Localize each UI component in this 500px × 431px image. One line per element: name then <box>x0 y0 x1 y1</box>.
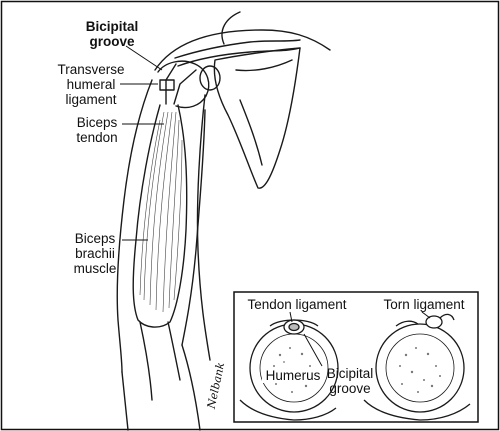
scapula-ridge <box>239 99 263 166</box>
humeral-head <box>157 60 210 109</box>
arm-inner-edge <box>181 109 206 346</box>
clavicle-lower <box>177 47 301 67</box>
inset-label-humerus: Humerus <box>262 368 324 383</box>
distal-tendon <box>139 321 153 401</box>
inset-label-bicipital-groove: Bicipital groove <box>326 366 374 396</box>
right-inset-soft-tissue <box>363 399 471 421</box>
label-transverse-humeral-ligament: Transverse humeral ligament <box>57 62 125 107</box>
label-bicipital-groove: Bicipital groove <box>85 19 139 49</box>
clavicle <box>174 39 301 59</box>
torn-ligament-right <box>439 313 455 321</box>
forearm-inner <box>181 344 201 431</box>
left-bone-texture <box>273 347 315 393</box>
leader-tendon-ligament <box>289 311 293 323</box>
label-biceps-tendon: Biceps tendon <box>76 115 118 145</box>
biceps-short-tendon <box>173 69 197 105</box>
humerus-medulla-torn <box>385 333 455 403</box>
biceps-muscle-belly <box>132 104 188 328</box>
humerus-cross-section-torn <box>375 323 465 413</box>
leader-inset-bicipital-groove <box>303 333 323 367</box>
shoulder-outline <box>154 29 331 71</box>
tendon-core <box>288 322 300 332</box>
scapula-spine <box>235 59 293 72</box>
neck-outline <box>221 11 241 45</box>
forearm-outer <box>121 371 129 431</box>
inset-leader-lines <box>289 311 431 367</box>
scapula <box>213 47 301 189</box>
right-bone-texture <box>399 347 441 393</box>
leader-bicipital-groove <box>125 45 163 71</box>
left-inset-soft-tissue <box>239 399 337 421</box>
label-biceps-brachii-muscle: Biceps brachii muscle <box>73 231 117 276</box>
muscle-fibers <box>139 111 183 313</box>
inset-label-tendon-ligament: Tendon ligament <box>247 297 347 312</box>
leader-torn-ligament <box>421 311 431 319</box>
glenoid <box>199 65 221 91</box>
inset-label-torn-ligament: Torn ligament <box>383 297 465 312</box>
displaced-tendon <box>425 315 443 329</box>
tendon-ligament-arc <box>269 319 319 327</box>
aponeurosis <box>167 321 181 381</box>
torso-outline <box>196 94 211 361</box>
leader-lines <box>120 45 164 241</box>
transverse-ligament-shape <box>159 79 175 91</box>
torn-ligament-left <box>395 320 419 327</box>
